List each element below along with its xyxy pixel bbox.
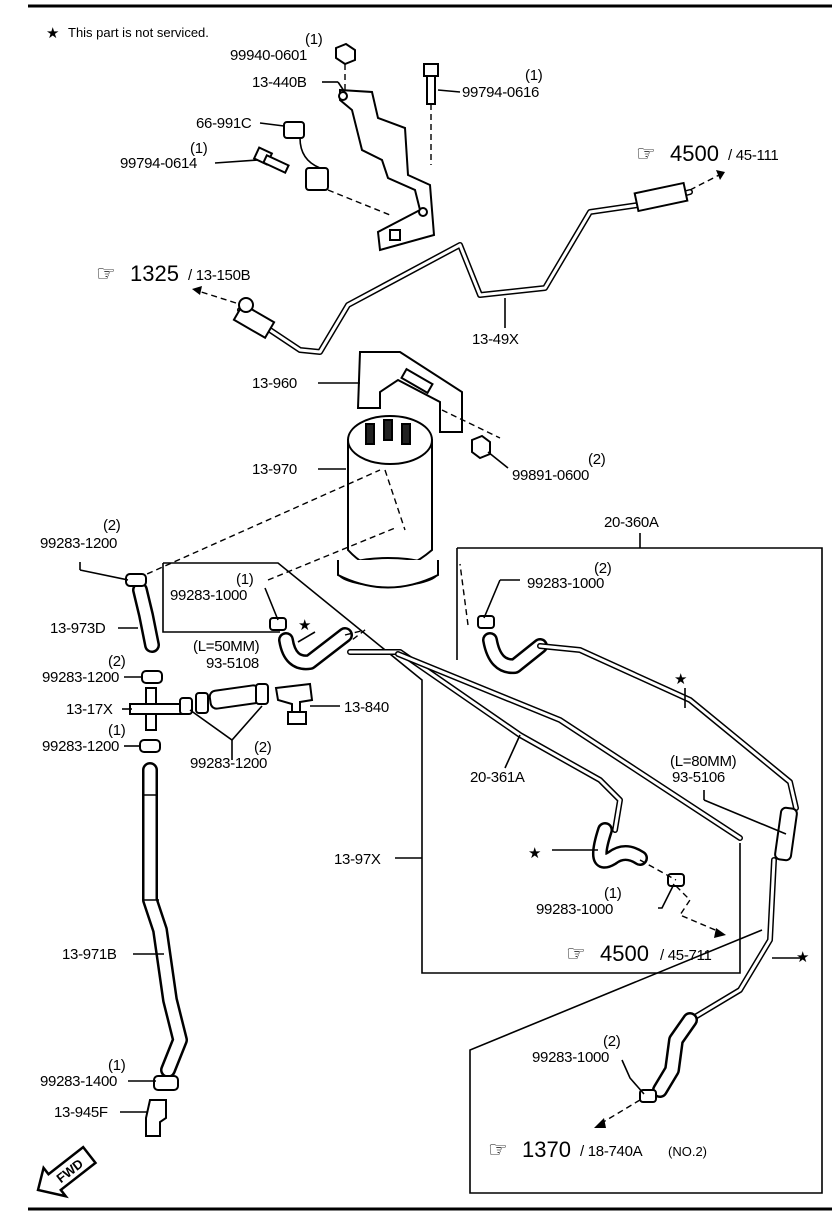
note-star: ★ bbox=[46, 25, 59, 42]
label-20-360a: 20-360A bbox=[604, 514, 659, 531]
ref-1325-hand-icon: ☞ bbox=[96, 261, 116, 286]
clip-99283-1200-c bbox=[139, 739, 161, 753]
label-93-5108: 93-5108 bbox=[206, 655, 259, 672]
label-99283-1000-d: 99283-1000 bbox=[532, 1049, 609, 1066]
label-13-440b: 13-440B bbox=[252, 74, 307, 91]
ref-4500b-num: 4500 bbox=[600, 941, 649, 966]
qty-99283-1000-b: (2) bbox=[594, 560, 612, 577]
label-13-960: 13-960 bbox=[252, 375, 297, 392]
qty-99283-1000-a: (1) bbox=[236, 571, 254, 588]
qty-99794-0616: (1) bbox=[525, 67, 543, 84]
qty-99283-1400: (1) bbox=[108, 1057, 126, 1074]
label-l80: (L=80MM) bbox=[670, 753, 737, 770]
label-99283-1200-a: 99283-1200 bbox=[40, 535, 117, 552]
pipe-13-49x bbox=[237, 189, 693, 355]
label-99283-1200-d: 99283-1200 bbox=[190, 755, 267, 772]
leader-lines bbox=[79, 81, 805, 1113]
label-l50: (L=50MM) bbox=[193, 638, 260, 655]
ref-1325-num: 1325 bbox=[130, 261, 179, 286]
star-lower-hose: ★ bbox=[528, 845, 541, 862]
connector-right bbox=[633, 181, 689, 213]
label-99283-1000-b: 99283-1000 bbox=[527, 575, 604, 592]
clip-99283-1200-a bbox=[125, 573, 147, 587]
label-13-840: 13-840 bbox=[344, 699, 389, 716]
sensor-66-991c bbox=[283, 121, 305, 139]
label-13-973d: 13-973D bbox=[50, 620, 106, 637]
label-93-5106: 93-5106 bbox=[672, 769, 725, 786]
hose-93-5108 bbox=[208, 684, 262, 710]
star-20-360a: ★ bbox=[674, 671, 687, 688]
bolt-99794-0616 bbox=[423, 63, 439, 77]
clip-99283-1000-b bbox=[477, 615, 495, 629]
fwd-arrow-icon: FWD bbox=[36, 1145, 98, 1199]
qty-99794-0614: (1) bbox=[190, 140, 208, 157]
ref-4500-num: 4500 bbox=[670, 141, 719, 166]
label-99283-1200-c: 99283-1200 bbox=[42, 738, 119, 755]
box-13-97x bbox=[163, 562, 741, 974]
note-text: This part is not serviced. bbox=[68, 25, 209, 40]
label-99794-0614: 99794-0614 bbox=[120, 155, 197, 172]
clip-99283-1400 bbox=[153, 1075, 179, 1091]
label-13-970: 13-970 bbox=[252, 461, 297, 478]
box-20-360a bbox=[457, 547, 823, 1194]
label-13-97x: 13-97X bbox=[334, 851, 381, 868]
label-99283-1000-a: 99283-1000 bbox=[170, 587, 247, 604]
pipe-20-361a bbox=[347, 649, 623, 833]
label-99940-0601: 99940-0601 bbox=[230, 47, 307, 64]
qty-99283-1000-d: (2) bbox=[603, 1033, 621, 1050]
ref-1370-num: 1370 bbox=[522, 1137, 571, 1162]
star-lower-pipe: ★ bbox=[796, 949, 809, 966]
bracket-13-960 bbox=[356, 351, 463, 433]
ref-4500-sub: / 45-111 bbox=[728, 147, 778, 164]
qty-99283-1200-c: (1) bbox=[108, 722, 126, 739]
star-small-hose: ★ bbox=[298, 617, 311, 634]
label-99283-1200-b: 99283-1200 bbox=[42, 669, 119, 686]
box-13-97x-left bbox=[162, 563, 280, 633]
label-20-361a: 20-361A bbox=[470, 769, 525, 786]
ref-4500b-hand-icon: ☞ bbox=[566, 941, 586, 966]
label-99283-1400: 99283-1400 bbox=[40, 1073, 117, 1090]
ref-4500-hand-icon: ☞ bbox=[636, 141, 656, 166]
label-99891-0600: 99891-0600 bbox=[512, 467, 589, 484]
qty-99940-0601: (1) bbox=[305, 31, 323, 48]
label-99283-1000-c: 99283-1000 bbox=[536, 901, 613, 918]
nut-99891-0600 bbox=[471, 434, 491, 460]
qty-99891-0600: (2) bbox=[588, 451, 606, 468]
label-13-49x: 13-49X bbox=[472, 331, 519, 348]
clip-99283-1200-b bbox=[141, 670, 163, 684]
nut-99940-0601 bbox=[335, 42, 356, 66]
qty-99283-1200-b: (2) bbox=[108, 653, 126, 670]
ref-1370-sub: / 18-740A bbox=[580, 1143, 643, 1160]
ref-4500b-sub: / 45-711 bbox=[660, 947, 712, 964]
qty-99283-1000-c: (1) bbox=[604, 885, 622, 902]
label-66-991c: 66-991C bbox=[196, 115, 252, 132]
label-13-945f: 13-945F bbox=[54, 1104, 108, 1121]
qty-99283-1200-a: (2) bbox=[103, 517, 121, 534]
part-labels: (1) 99940-0601 13-440B (1) 99794-0616 66… bbox=[40, 31, 809, 1162]
label-99794-0616: 99794-0616 bbox=[462, 84, 539, 101]
bracket-13-440b bbox=[339, 88, 436, 252]
pipe-20-360a bbox=[537, 643, 799, 811]
ref-1370-extra: (NO.2) bbox=[668, 1144, 707, 1159]
fitting-13-945f bbox=[145, 1099, 167, 1137]
qty-99283-1200-d: (2) bbox=[254, 739, 272, 756]
label-13-17x: 13-17X bbox=[66, 701, 113, 718]
ref-1325-sub: / 13-150B bbox=[188, 267, 251, 284]
label-13-971b: 13-971B bbox=[62, 946, 117, 963]
ref-1370-hand-icon: ☞ bbox=[488, 1137, 508, 1162]
